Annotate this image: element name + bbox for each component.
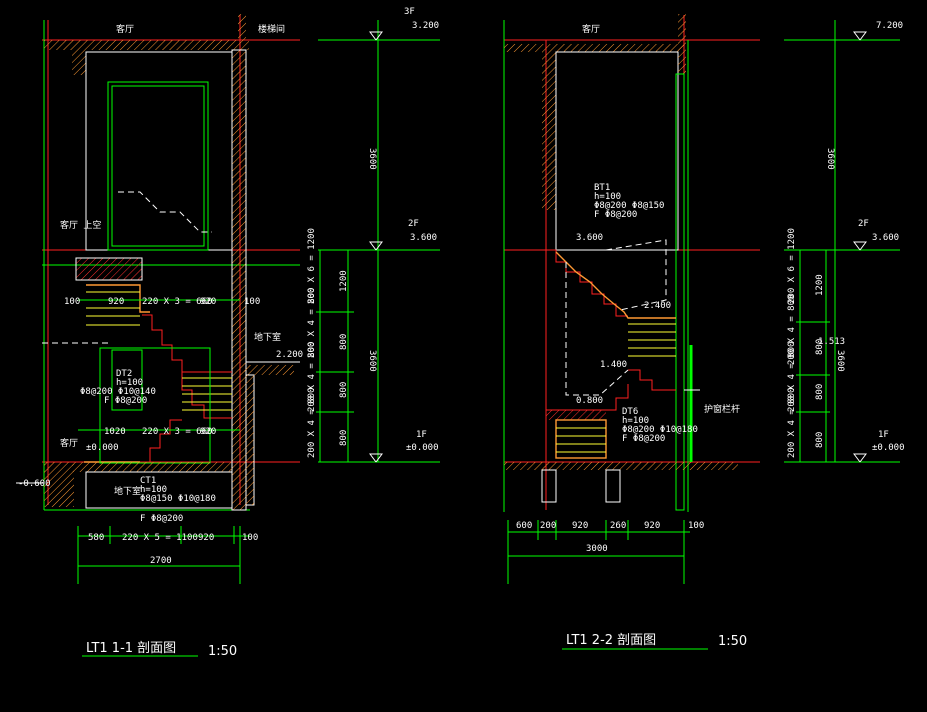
bdim-3: 920 xyxy=(198,533,214,543)
stair-dim-c: 200 X 4 = 800 xyxy=(307,288,317,358)
ct1-name: CT1 xyxy=(140,476,156,486)
elev-living-lower: ±0.000 xyxy=(86,443,119,453)
hdim-u5: 100 xyxy=(244,297,260,307)
stair-dim-e: 200 X 4 = 800 xyxy=(307,342,317,412)
railing-note: 护窗栏杆 xyxy=(704,403,740,415)
section-1-1 xyxy=(16,14,440,657)
bdim-1: 580 xyxy=(88,533,104,543)
r-elev-2f: 3.600 xyxy=(872,233,899,243)
r-bdim-4: 260 xyxy=(610,521,626,531)
r-stair-dim-g: 200 X 4 = 800 xyxy=(787,388,797,458)
r-level-2f: 2F xyxy=(858,219,869,229)
top-label-living: 客厅 xyxy=(116,23,134,35)
stair-dim-f: 800 xyxy=(339,382,349,398)
r-height-upper: 3600 xyxy=(825,148,835,170)
hdim-u1: 100 xyxy=(64,297,80,307)
dt6-f: F Φ8@200 xyxy=(622,434,665,444)
hdim-l3: 920 xyxy=(200,427,216,437)
scale-2-2: 1:50 xyxy=(718,634,747,649)
top-label-stairwell: 楼梯间 xyxy=(258,23,285,35)
ct1-h: h=100 xyxy=(140,485,167,495)
title-2-2: LT1 2-2 剖面图 xyxy=(566,633,656,648)
r-elev-1f: ±0.000 xyxy=(872,443,905,453)
dt6-rebar: Φ8@200 Φ10@180 xyxy=(622,425,698,435)
hdim-l2: 220 X 3 = 660 xyxy=(142,427,212,437)
right-texts: 客厅 7.200 2F 3.600 3.600 2.400 1.400 0.80… xyxy=(516,21,905,649)
hdim-u3: 220 X 3 = 660 xyxy=(142,297,212,307)
section-2-2 xyxy=(503,14,900,650)
elev-1f: ±0.000 xyxy=(406,443,439,453)
bt1-f: F Φ8@200 xyxy=(594,210,637,220)
r-elev-1400: 1.400 xyxy=(600,360,627,370)
level-1f: 1F xyxy=(416,430,427,440)
room-living-void: 客厅 上空 xyxy=(60,219,101,231)
r-top-label-living: 客厅 xyxy=(582,23,600,35)
elev-2f: 3.600 xyxy=(410,233,437,243)
r-stair-dim-a: 200 X 6 = 1200 xyxy=(787,228,797,304)
stair-dim-g: 200 X 4 = 800 xyxy=(307,388,317,458)
r-bdim-3: 920 xyxy=(572,521,588,531)
r-height-lower: 3600 xyxy=(835,350,845,372)
level-2f: 2F xyxy=(408,219,419,229)
room-basement-bottom: 地下室 xyxy=(114,485,141,497)
left-texts: 客厅 楼梯间 3F 3.200 2F 3.600 1F ±0.000 2.200… xyxy=(18,7,439,659)
bdim-4: 100 xyxy=(242,533,258,543)
bdim-2: 220 X 5 = 1100 xyxy=(122,533,198,543)
stair-dim-d: 800 xyxy=(339,334,349,350)
dt6-name: DT6 xyxy=(622,407,638,417)
r-stair-dim-f: 800 xyxy=(815,384,825,400)
dt2-name: DT2 xyxy=(116,369,132,379)
hdim-u2: 920 xyxy=(108,297,124,307)
r-level-1f: 1F xyxy=(878,430,889,440)
r-elev-800: 0.800 xyxy=(576,396,603,406)
r-elev-top: 7.200 xyxy=(876,21,903,31)
dt2-h: h=100 xyxy=(116,378,143,388)
ct1-rebar: Φ8@150 Φ10@180 xyxy=(140,494,216,504)
r-bdim-1: 600 xyxy=(516,521,532,531)
stair-dim-b: 1200 xyxy=(339,270,349,292)
stair-dim-h: 800 xyxy=(339,430,349,446)
r-bdim-6: 100 xyxy=(688,521,704,531)
r-stair-dim-b: 1200 xyxy=(815,274,825,296)
r-stair-dim-c: 200 X 4 = 800 xyxy=(787,295,797,365)
r-stair-dim-d: 800 xyxy=(815,339,825,355)
room-living-1f: 客厅 xyxy=(60,437,78,449)
height-dim-upper: 3600 xyxy=(367,148,377,170)
hdim-u4: 920 xyxy=(200,297,216,307)
bt1-name: BT1 xyxy=(594,183,610,193)
r-elev-landing-2f: 3.600 xyxy=(576,233,603,243)
dt2-rebar: Φ8@200 Φ10@140 xyxy=(80,387,156,397)
dt6-h: h=100 xyxy=(622,416,649,426)
ct1-f: F Φ8@200 xyxy=(140,514,183,524)
elev-basement-stair: 2.200 xyxy=(276,350,303,360)
elev-3f: 3.200 xyxy=(412,21,439,31)
r-elev-2400: 2.400 xyxy=(644,301,671,311)
bdim-total: 2700 xyxy=(150,556,172,566)
r-stair-dim-e: 200 X 4 = 800 xyxy=(787,342,797,412)
room-basement-right: 地下室 xyxy=(254,331,281,343)
elev-outside: -0.600 xyxy=(18,479,51,489)
r-bdim-5: 920 xyxy=(644,521,660,531)
bt1-h: h=100 xyxy=(594,192,621,202)
hdim-l1: 1020 xyxy=(104,427,126,437)
bt1-rebar: Φ8@200 Φ8@150 xyxy=(594,201,664,211)
stair-dim-a: 200 X 6 = 1200 xyxy=(307,228,317,304)
r-elev-1513: 1.513 xyxy=(818,337,845,347)
level-3f: 3F xyxy=(404,7,415,17)
r-bdim-total: 3000 xyxy=(586,544,608,554)
title-1-1: LT1 1-1 剖面图 xyxy=(86,641,176,656)
scale-1-1: 1:50 xyxy=(208,644,237,659)
dt2-f: F Φ8@200 xyxy=(104,396,147,406)
height-dim-lower: 3600 xyxy=(367,350,377,372)
r-stair-dim-h: 800 xyxy=(815,432,825,448)
r-bdim-2: 200 xyxy=(540,521,556,531)
